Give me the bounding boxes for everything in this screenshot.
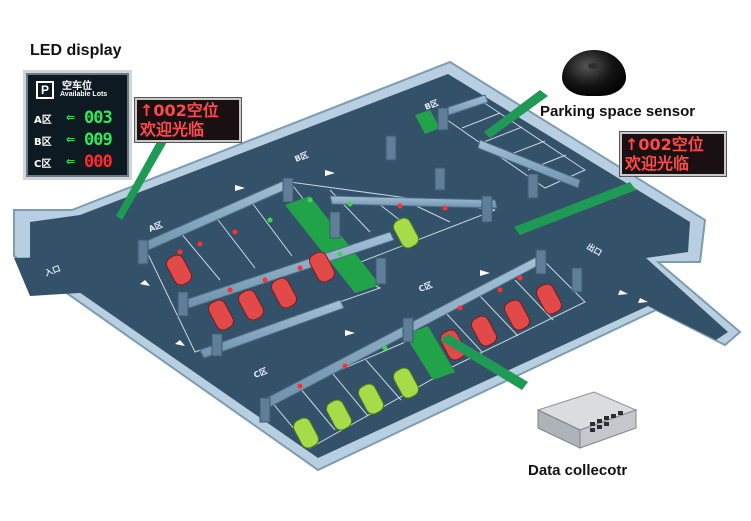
indicator-lights — [177, 197, 523, 389]
car-icon — [357, 383, 385, 415]
pillars — [137, 107, 583, 423]
led-sign-entrance: ↑002空位 欢迎光临 — [135, 98, 241, 142]
zone-count: 003 — [84, 108, 113, 128]
led-panel-subtitle: Available Lots — [60, 91, 108, 98]
car-icon — [270, 277, 298, 309]
zone-name: C区 — [34, 159, 52, 170]
zone-count: 009 — [84, 130, 113, 150]
car-icon — [292, 417, 320, 449]
right-arrow-icon — [480, 270, 490, 276]
right-arrow-icon — [325, 170, 335, 176]
right-arrow-icon — [638, 298, 648, 303]
green-zone-3 — [415, 110, 440, 134]
left-arrow-icon: ⇐ — [66, 133, 76, 146]
green-zone-1 — [285, 196, 380, 293]
zone-row-b: B区 ⇐ 009 — [34, 130, 126, 150]
zone-row-c: C区 ⇐ 000 — [34, 152, 126, 172]
led-sign-line1: ↑002空位 — [140, 101, 219, 120]
led-panel-title: 空车位 — [62, 81, 92, 92]
right-arrow-icon — [235, 185, 245, 191]
zone-name: B区 — [34, 137, 52, 148]
led-sign-line1: ↑002空位 — [625, 135, 704, 154]
car-icon — [237, 289, 265, 321]
vacant-highlight-cars — [292, 217, 420, 449]
green-zone-2 — [405, 326, 455, 380]
right-arrow-icon — [345, 330, 355, 336]
car-icon — [165, 254, 193, 286]
parking-icon: P — [36, 81, 54, 99]
zone-row-a: A区 ⇐ 003 — [34, 108, 126, 128]
car-icon — [503, 299, 531, 331]
zone-count: 000 — [84, 152, 113, 172]
left-arrow-icon: ⇐ — [66, 111, 76, 124]
right-arrow-icon — [140, 280, 150, 286]
car-icon — [325, 399, 353, 431]
right-arrow-icon — [175, 340, 185, 346]
zone-name: A区 — [34, 115, 52, 126]
entrance-ramp — [14, 256, 95, 296]
led-sign-line2: 欢迎光临 — [140, 120, 205, 139]
led-sign-right: ↑002空位 欢迎光临 — [620, 132, 726, 176]
leader-lines — [116, 90, 636, 390]
car-icon — [470, 315, 498, 347]
sensor-label: Parking space sensor — [540, 103, 696, 120]
left-arrow-icon: ⇐ — [66, 155, 76, 168]
occupied-cars — [165, 251, 563, 361]
car-icon — [392, 217, 420, 249]
collector-label: Data collecotr — [528, 462, 628, 479]
led-sign-line2: 欢迎光临 — [625, 154, 690, 173]
car-icon — [207, 299, 235, 331]
collector-device-icon — [536, 391, 638, 449]
car-icon — [392, 367, 420, 399]
car-icon — [535, 283, 563, 315]
led-display-panel: P 空车位 Available Lots A区 ⇐ 003 B区 ⇐ 009 C… — [23, 70, 132, 180]
sensor-dome-icon — [562, 50, 626, 96]
led-display-label: LED display — [30, 42, 122, 59]
floor-arrows — [140, 170, 648, 346]
car-icon — [308, 251, 336, 283]
right-arrow-icon — [618, 290, 628, 295]
